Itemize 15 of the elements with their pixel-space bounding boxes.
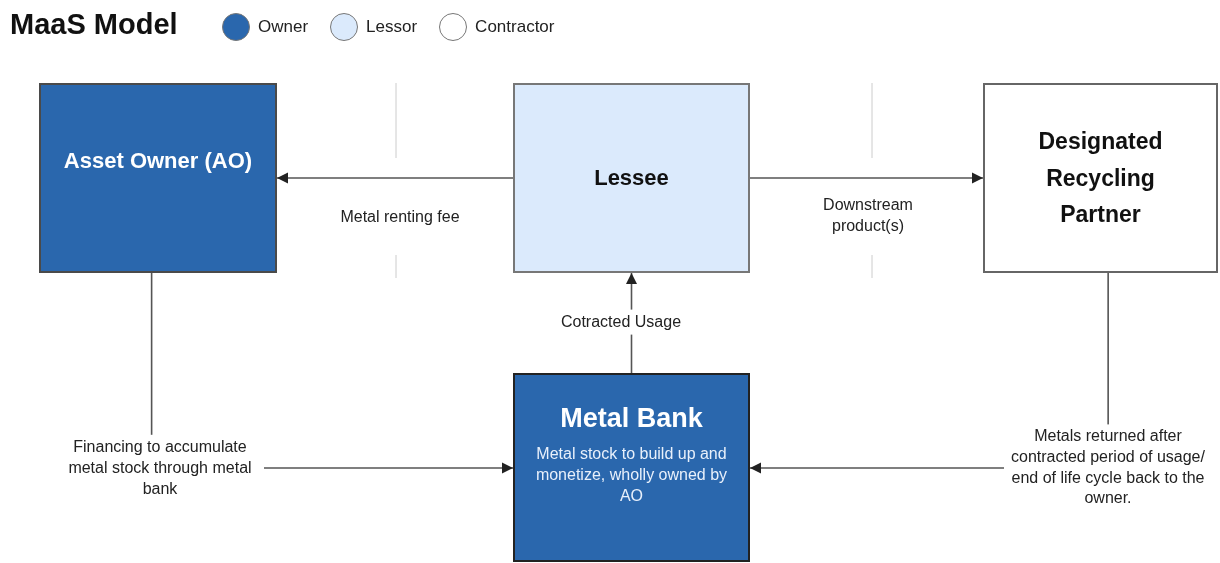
node-title: Lessee bbox=[594, 164, 669, 193]
legend-label: Lessor bbox=[366, 17, 418, 37]
node-title: Metal Bank bbox=[560, 402, 703, 435]
process-box bbox=[513, 373, 750, 562]
arrow bbox=[276, 172, 514, 184]
process-box bbox=[983, 83, 1218, 273]
legend-label: Owner bbox=[258, 17, 309, 37]
process-box bbox=[513, 83, 750, 273]
node-title: Asset Owner (AO) bbox=[63, 147, 253, 175]
title: MaaS Model bbox=[10, 8, 178, 41]
legend-label: Contractor bbox=[475, 17, 555, 37]
arrow bbox=[749, 172, 984, 184]
node-title: Designated Recycling Partner bbox=[1037, 126, 1164, 230]
process-box bbox=[39, 83, 277, 273]
node-description: Metal stock to build up and monetize, wholly owned by AO bbox=[534, 444, 729, 506]
